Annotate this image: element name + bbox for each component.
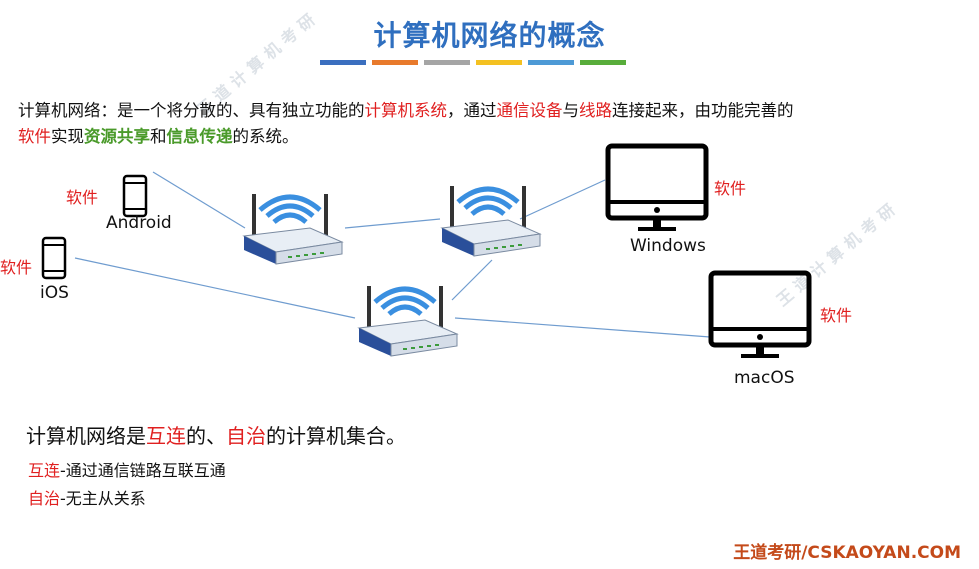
software-label: 软件: [714, 179, 747, 198]
keyword-line: 线路: [579, 101, 612, 120]
link-line: [74, 257, 356, 319]
link-line: [344, 218, 441, 229]
definition-part: 连接起来，由功能完善的: [612, 101, 794, 120]
title-color-bar: [320, 60, 626, 65]
wireless-router-icon: [359, 286, 457, 356]
keyword-comm-device: 通信设备: [496, 101, 563, 120]
link-line: [152, 171, 246, 229]
color-bar-segment: [372, 60, 418, 65]
keyword-software: 软件: [18, 127, 51, 146]
definition-part: 的系统。: [232, 127, 299, 146]
software-label: 软件: [66, 188, 99, 207]
point-key: 自治: [28, 489, 61, 508]
wireless-router-icon: [244, 194, 342, 264]
concept-statement: 计算机网络是互连的、自治的计算机集合。: [26, 420, 406, 449]
wireless-router-icon: [442, 186, 540, 256]
point-key: 互连: [28, 461, 61, 480]
concept-part: 的、: [186, 424, 226, 448]
software-label: 软件: [820, 306, 853, 325]
keyword-autonomous: 自治: [226, 424, 266, 448]
point-desc: -通过通信链路互联互通: [60, 461, 226, 480]
keyword-computer-system: 计算机系统: [364, 101, 448, 120]
keyword-interconnected: 互连: [146, 424, 186, 448]
device-label-macos: macOS: [734, 368, 795, 388]
definition-part: 计算机网络：是一个将分散的、具有独立功能的: [18, 101, 365, 120]
definition-part: ，通过: [447, 101, 497, 120]
keyword-resource-sharing: 资源共享: [84, 127, 150, 146]
link-line: [451, 259, 493, 301]
concept-part: 的计算机集合。: [266, 424, 406, 448]
color-bar-segment: [528, 60, 574, 65]
point-desc: -无主从关系: [60, 489, 146, 508]
monitor-icon: [708, 270, 812, 358]
monitor-icon: [605, 143, 709, 231]
definition-text: 计算机网络：是一个将分散的、具有独立功能的计算机系统，通过通信设备与线路连接起来…: [18, 98, 958, 150]
concept-part: 计算机网络是: [26, 424, 146, 448]
point-interconnected: 互连-通过通信链路互联互通: [28, 457, 226, 481]
device-label-android: Android: [106, 213, 172, 233]
device-label-ios: iOS: [40, 283, 69, 303]
footer-brand: 王道考研/CSKAOYAN.COM: [733, 543, 961, 563]
link-line: [454, 317, 711, 338]
definition-part: 实现: [51, 127, 84, 146]
color-bar-segment: [476, 60, 522, 65]
page-title: 计算机网络的概念: [373, 19, 606, 52]
color-bar-segment: [320, 60, 366, 65]
software-label: 软件: [0, 258, 33, 277]
color-bar-segment: [424, 60, 470, 65]
definition-part: 与: [562, 101, 580, 120]
definition-part: 和: [150, 127, 167, 146]
link-line: [519, 179, 606, 220]
color-bar-segment: [580, 60, 626, 65]
point-autonomous: 自治-无主从关系: [28, 485, 146, 509]
phone-icon: [122, 174, 148, 218]
keyword-info-transfer: 信息传递: [166, 127, 233, 146]
phone-icon: [41, 236, 67, 280]
device-label-windows: Windows: [630, 236, 706, 256]
